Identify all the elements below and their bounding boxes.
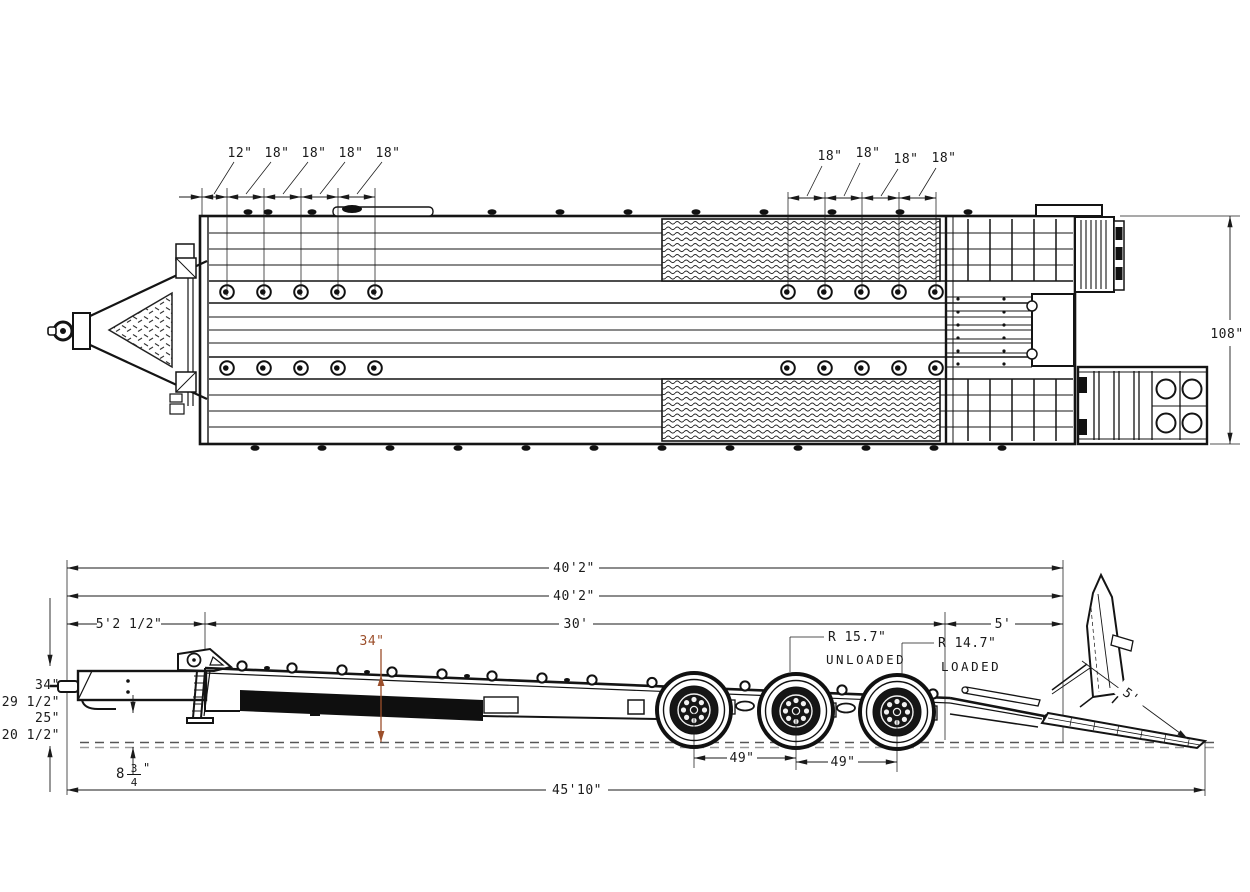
coupler-height-2: 25" [35,711,60,726]
treadplate-fenders [661,218,941,442]
dim-rear-spacing-3: 18" [932,151,957,166]
dim-overall-width-label: 108" [1210,327,1243,342]
dim-front-spacing-3: 18" [339,146,364,161]
rear-section-plan [944,204,1209,446]
bolt-rows [956,297,1006,366]
ramp-raised [1051,572,1134,708]
clearance-unit: " [143,761,151,775]
dim-overall-width: 108" [1120,215,1243,445]
hitch-eye-icon [60,328,66,334]
tire-radius-loaded: R 14.7" [938,636,996,651]
dim-front-spacing-0: 12" [228,146,253,161]
dim-overall-deck-2: 40'2" [553,589,595,604]
pintle-eye-icon [57,680,79,693]
axle-spacing-1: 49" [730,751,755,766]
coupler-height-3: 20 1/2" [2,728,60,743]
loaded-label: LOADED [941,659,1001,674]
dim-gooseneck-length: 5'2 1/2" [96,617,163,632]
top-view: 12" 18" 18" 18" 18" 18" 18" 18" 18" 108" [47,146,1243,451]
clearance-numerator: 3 [131,762,138,775]
dim-rows: 40'2" 40'2" 5'2 1/2" 30' 5' [66,560,1206,796]
dim-tail-length: 5' [995,617,1012,632]
deck-plan [198,205,1077,451]
deck-height-label: 34" [360,634,385,649]
dim-ground-clearance: 8 3 4 " [116,695,151,789]
ramp-roller-icon [1155,378,1177,400]
tongue-deckplate [107,291,173,369]
ramp-extended-plan [1076,365,1209,446]
clearance-denominator: 4 [131,776,138,789]
drawbar [50,669,208,710]
ramp-hinge-plate [1031,293,1075,367]
dim-front-spacing-2: 18" [302,146,327,161]
dim-front-spacing: 12" 18" 18" 18" 18" [179,146,400,296]
dim-rear-spacing: 18" 18" 18" 18" [787,146,957,290]
coupler-height-1: 29 1/2" [2,695,60,710]
ramp-roller-icon [1181,412,1203,434]
tire-radius-callouts: R 15.7" UNLOADED R 14.7" LOADED [789,630,1001,677]
dim-axle-spacing: 49" 49" [693,712,898,772]
coupler-height-0: 34" [35,678,60,693]
dim-rear-spacing-2: 18" [894,152,919,167]
overall-length-label: 45'10" [552,783,602,798]
dim-front-spacing-4: 18" [376,146,401,161]
dim-rear-spacing-1: 18" [856,146,881,161]
dim-overall-length: 45'10" [67,782,1205,798]
deck-side [204,660,951,721]
tire-radius-unloaded: R 15.7" [828,630,886,645]
ground-line [80,741,1215,749]
axle-spacing-2: 49" [831,755,856,770]
wheels [655,671,936,751]
ramp-roller-icon [1155,412,1177,434]
dim-main-deck-length: 30' [564,617,589,632]
dim-coupler-heights: 34" 29 1/2" 25" 20 1/2" [2,598,60,792]
side-toolbox [240,690,483,721]
clearance-whole: 8 [116,766,124,782]
dim-rear-spacing-0: 18" [818,149,843,164]
side-view: 40'2" 40'2" 5'2 1/2" 30' 5' [2,560,1215,798]
unloaded-label: UNLOADED [826,652,906,667]
dim-overall-deck-1: 40'2" [553,561,595,576]
dim-front-spacing-1: 18" [265,146,290,161]
tongue-plan [47,243,208,415]
bolster-bump [342,205,362,213]
ramp-folded-plan [1035,204,1125,293]
ramp-lowered [961,686,1208,750]
dim-deck-height: 34" [360,634,385,742]
ramp-roller-icon [1181,378,1203,400]
